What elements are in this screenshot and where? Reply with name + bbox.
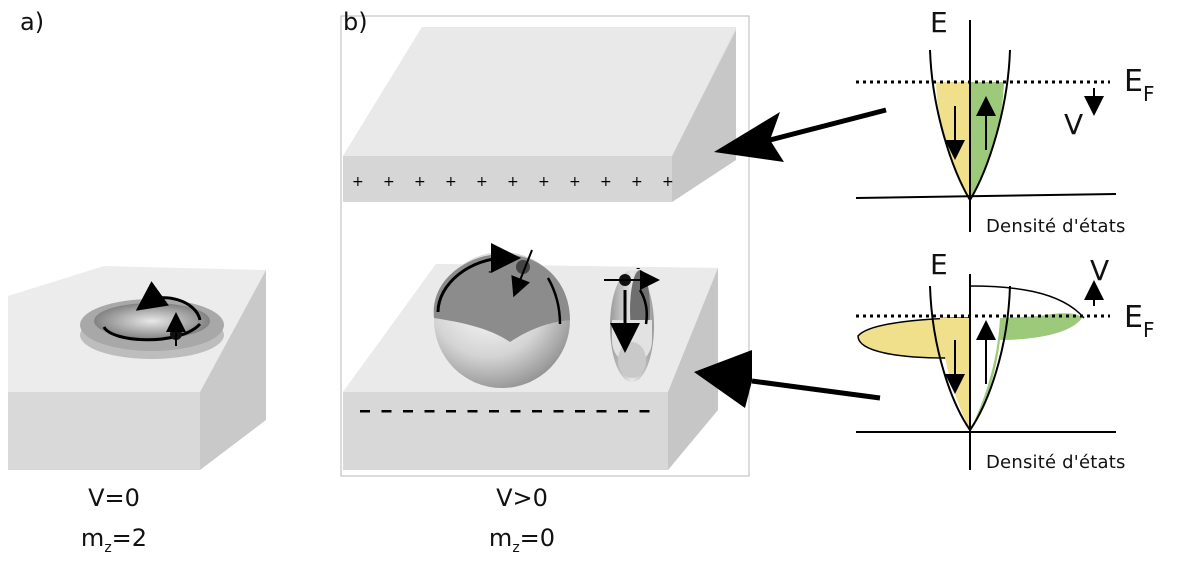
top-plate <box>343 27 736 202</box>
panel-a <box>8 266 266 470</box>
panel-a-label: a) <box>20 8 45 36</box>
panel-b-frame <box>340 15 750 477</box>
svg-text:-: - <box>488 264 493 280</box>
negative-charge <box>596 410 607 413</box>
panel-a-voltage: V=0 <box>88 484 140 512</box>
positive-charge: + <box>414 174 426 190</box>
panel-b-voltage: V>0 <box>496 484 548 512</box>
negative-charge <box>446 410 456 413</box>
connection-arrows <box>694 107 887 408</box>
negative-charge <box>510 410 521 413</box>
skyrmion-disk <box>80 281 224 359</box>
arrow-to-top-plate <box>714 112 784 162</box>
dos-bottom-axis-label: Densité d'états <box>986 452 1126 473</box>
torus-skyrmion: - <box>604 261 660 382</box>
dos-bottom-voltage-label: V <box>1090 254 1110 287</box>
dos-top-voltage-label: V <box>1064 108 1084 141</box>
panel-b: + + + + + + + + + + + - <box>340 15 750 477</box>
positive-charge: + <box>538 174 550 190</box>
positive-charge: + <box>507 174 519 190</box>
negative-charge <box>575 410 585 413</box>
dos-top-spin-down <box>936 82 970 200</box>
panel-a-mz: mz=2 <box>80 524 148 556</box>
panel-b-label: b) <box>343 8 368 36</box>
negative-charge <box>360 410 370 413</box>
negative-charge <box>532 410 542 413</box>
dos-bottom-energy-label: E <box>930 248 948 281</box>
substrate-block-front <box>8 392 200 470</box>
dos-bottom-spin-up-shifted <box>969 285 1085 319</box>
negative-charge <box>618 410 628 413</box>
hemisphere-skyrmion: - <box>433 243 570 388</box>
negative-charge <box>403 410 413 413</box>
negative-charge <box>553 410 564 413</box>
dos-bottom-diagram <box>856 274 1116 470</box>
dos-bottom-fermi-label: EF <box>1124 300 1155 342</box>
negative-charge <box>424 410 435 413</box>
positive-charge: + <box>383 174 395 190</box>
svg-text:-: - <box>636 261 640 275</box>
positive-charge: + <box>445 174 457 190</box>
dos-top-axis-label: Densité d'états <box>986 216 1126 237</box>
positive-charge: + <box>600 174 612 190</box>
top-plate-charges: + + + + + + + + + + + <box>352 174 674 190</box>
positive-charge: + <box>662 174 674 190</box>
dos-top-diagram <box>855 20 1117 232</box>
positive-charge: + <box>569 174 581 190</box>
dos-top-energy-label: E <box>930 6 948 39</box>
negative-charge <box>489 410 499 413</box>
substrate-block-right <box>200 270 266 470</box>
panel-b-mz: mz=0 <box>488 524 556 556</box>
negative-charge <box>467 410 478 413</box>
arrow-to-bottom-plate <box>694 350 752 408</box>
positive-charge: + <box>631 174 643 190</box>
dos-top-fermi-label: EF <box>1124 64 1155 106</box>
dos-bottom-spin-up <box>970 313 1082 430</box>
positive-charge: + <box>352 174 364 190</box>
negative-charge <box>639 410 650 413</box>
bottom-plate-charges <box>360 410 650 413</box>
negative-charge <box>381 410 392 413</box>
positive-charge: + <box>476 174 488 190</box>
